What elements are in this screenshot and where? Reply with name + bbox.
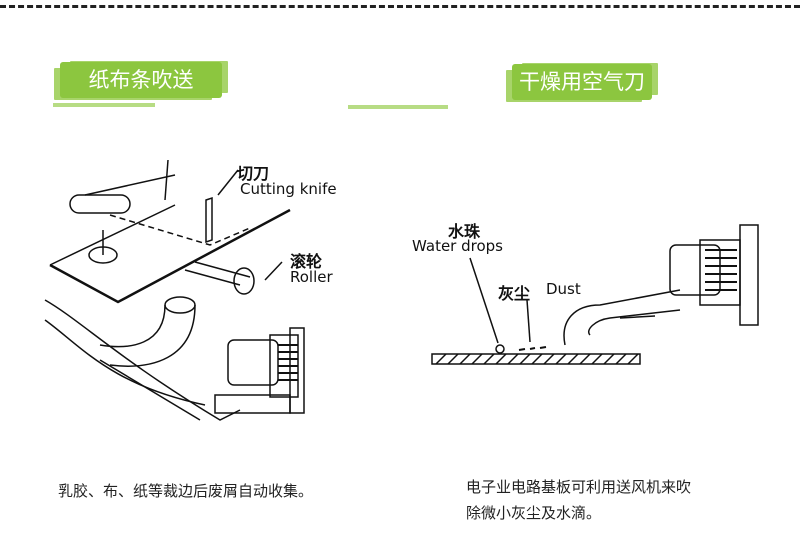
dashed-divider [0, 5, 800, 8]
right-caption-line2: 除微小灰尘及水滴。 [466, 504, 602, 522]
knife-label-cn: 切刀 [237, 164, 270, 183]
dust-pointer [526, 299, 531, 343]
right-caption-line1: 电子业电路基板可利用送风机来吹 [466, 478, 692, 496]
left-title-badge: 纸布条吹送 [60, 62, 222, 98]
knife-label-en: Cutting knife [240, 180, 337, 198]
blower-right-icon [669, 224, 759, 326]
right-title-badge: 干燥用空气刀 [512, 64, 652, 100]
water-label-cn: 水珠 [448, 222, 481, 241]
left-caption: 乳胶、布、纸等裁边后废屑自动收集。 [58, 482, 314, 500]
roller-label-en: Roller [290, 268, 333, 286]
knife-pointer [217, 169, 239, 196]
roller-pointer [264, 261, 283, 281]
dust-label-cn: 灰尘 [498, 284, 531, 303]
blower-left-icon [214, 327, 305, 414]
badge-underline [348, 105, 448, 109]
roller-label-cn: 滚轮 [290, 252, 323, 271]
paper-strip-diagram [44, 159, 291, 421]
circuit-board-diagram [431, 257, 681, 365]
water-label-en: Water drops [412, 237, 503, 255]
dust-label-en: Dust [546, 280, 581, 298]
badge-underline [53, 103, 155, 107]
water-pointer [469, 257, 499, 344]
